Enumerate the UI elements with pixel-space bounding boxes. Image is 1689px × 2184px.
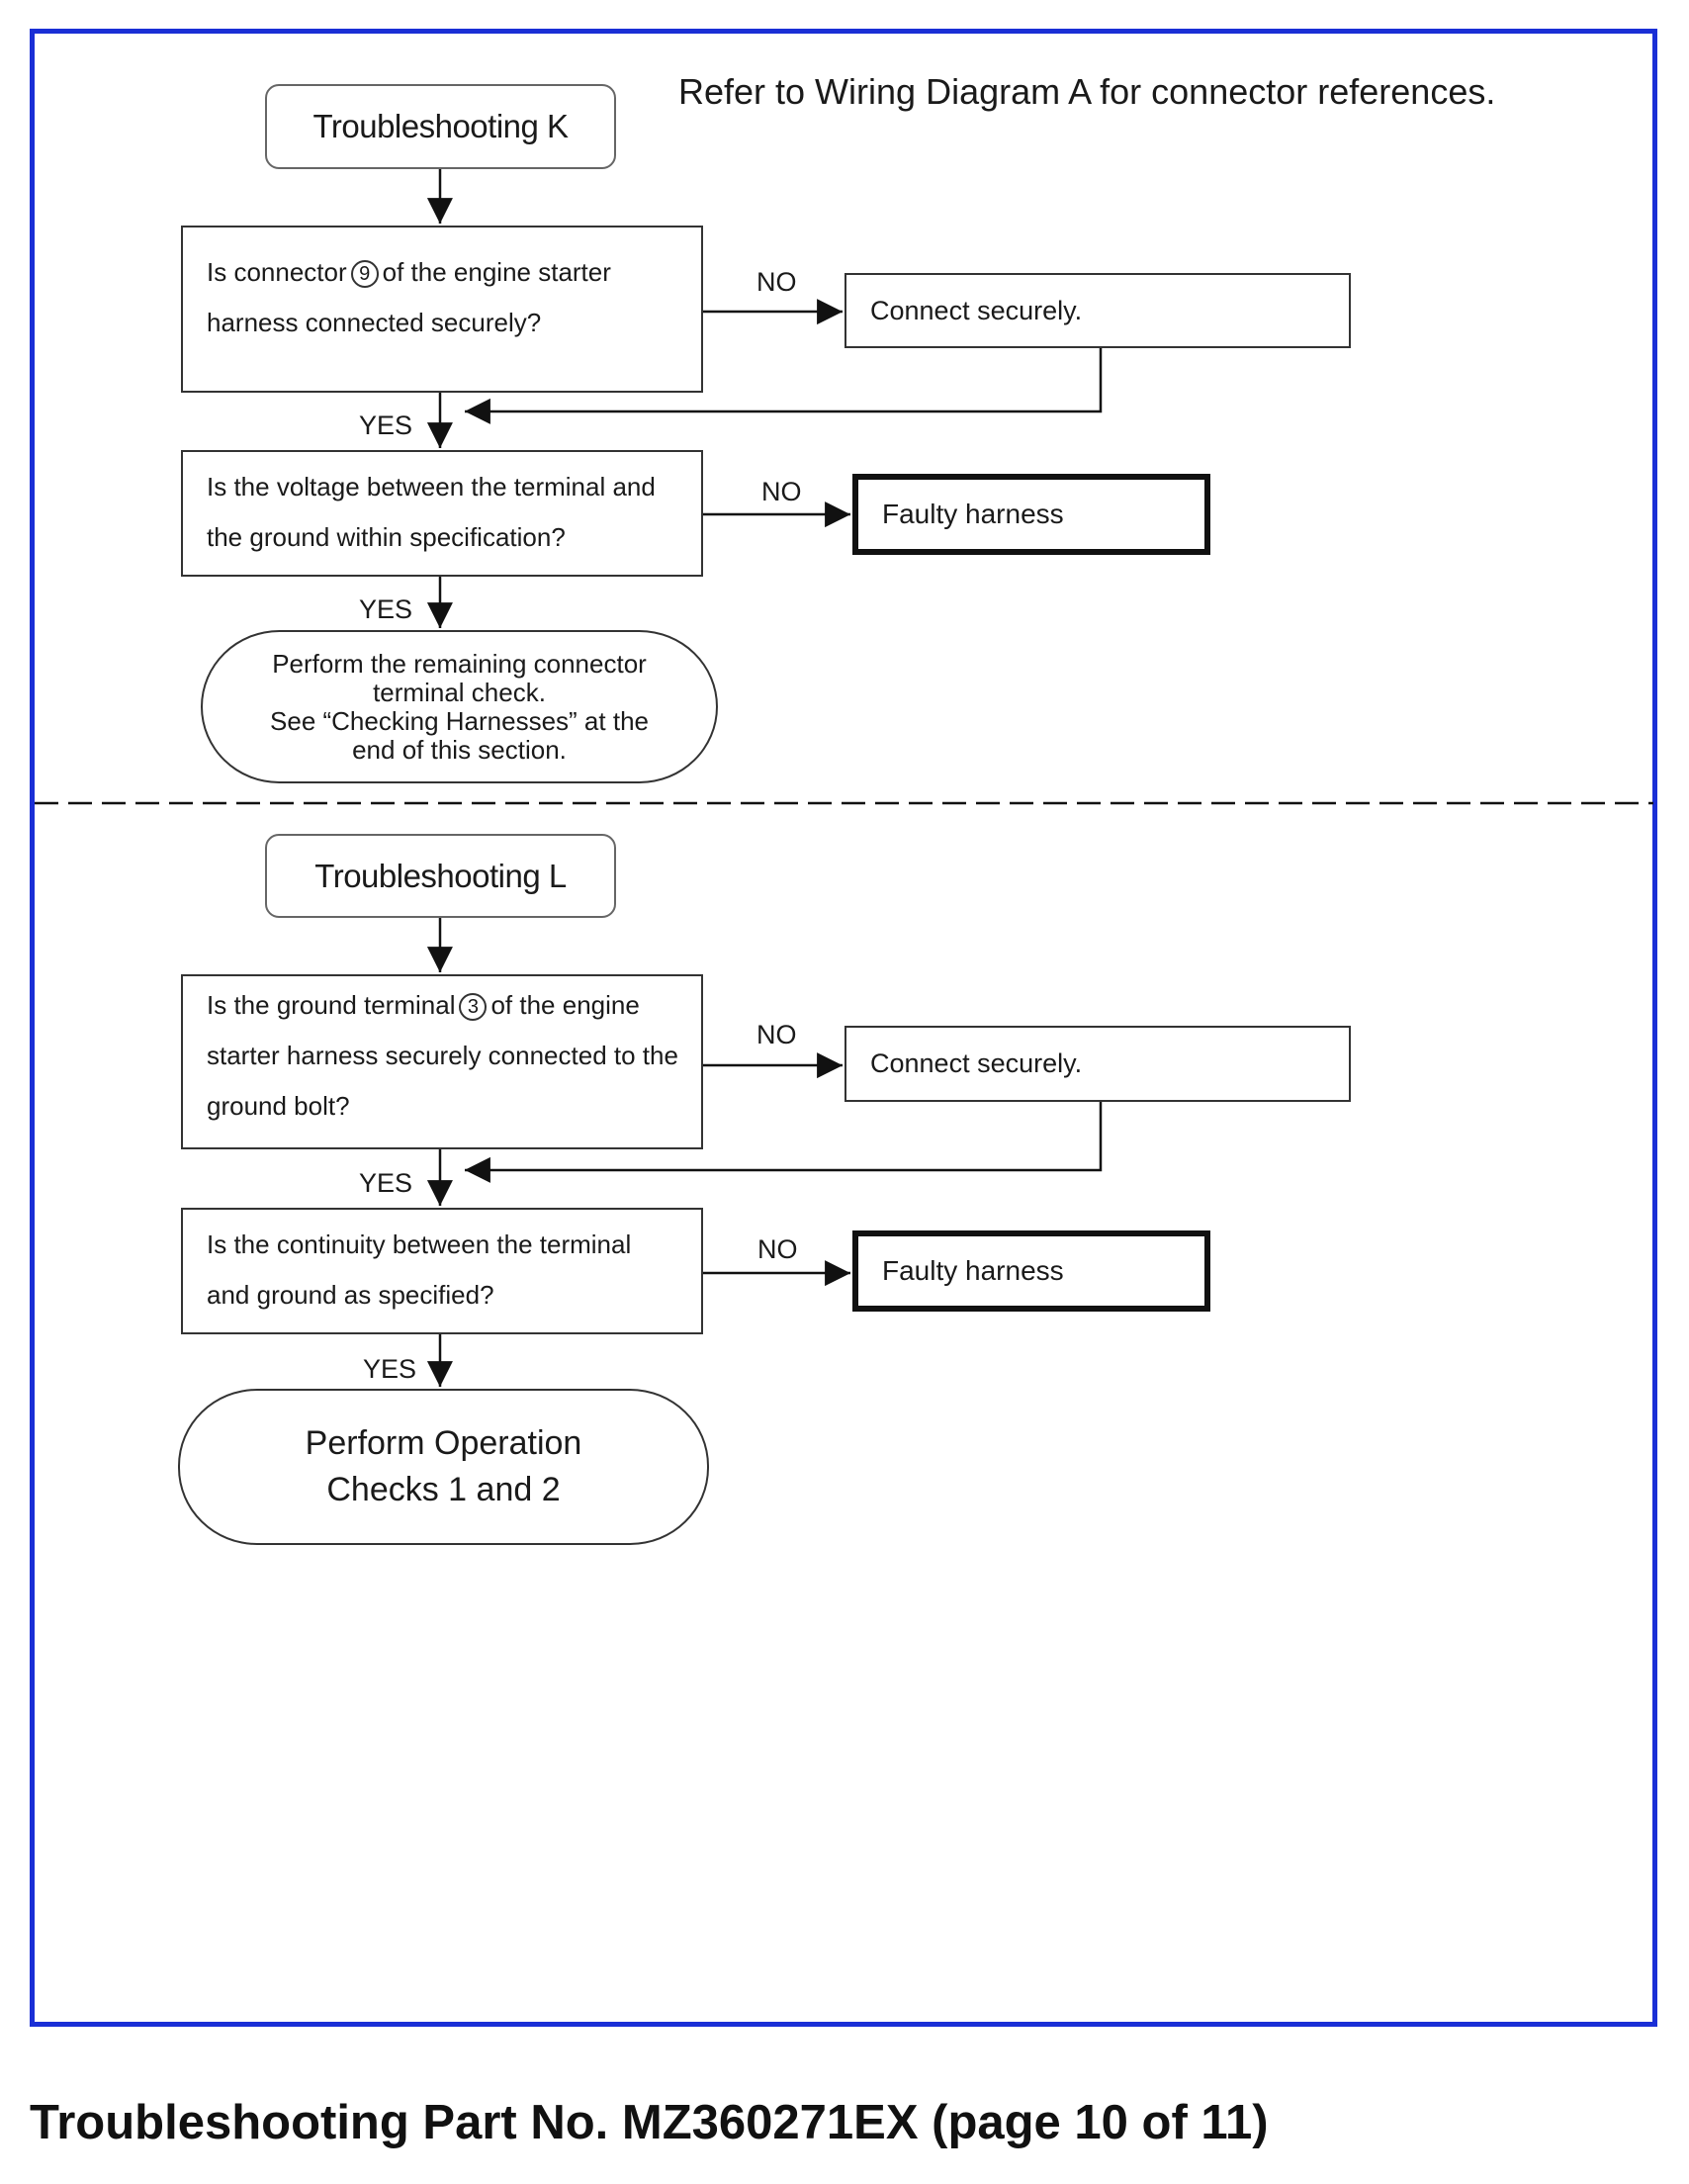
l-q1-text-before: Is the ground terminal [207,990,456,1020]
l-end-terminator: Perform Operation Checks 1 and 2 [178,1389,709,1545]
troubleshooting-l-start: Troubleshooting L [265,834,616,918]
k-q1-no-action: Connect securely. [844,273,1351,348]
k-q2-yes-label: YES [359,594,413,624]
k-end-line-3: See “Checking Harnesses” at the [270,705,649,736]
troubleshooting-l-label: Troubleshooting L [314,857,567,894]
l-end-line-2: Checks 1 and 2 [326,1471,561,1508]
k-q2-no-fault-text: Faulty harness [882,499,1064,529]
k-q2-text: Is the voltage between the terminal and … [207,472,656,552]
troubleshooting-k-start: Troubleshooting K [265,84,616,169]
l-q1-text-after: of the engine starter harness securely c… [207,990,678,1121]
l-q1-no-action-text: Connect securely. [870,1048,1083,1078]
k-end-line-1: Perform the remaining connector [272,648,647,679]
k-q2-decision: Is the voltage between the terminal and … [181,450,703,577]
return-l-q1 [464,1102,1103,1183]
k-q2-no-fault: Faulty harness [852,474,1210,555]
l-end-line-1: Perform Operation [305,1424,582,1462]
k-q1-no-label: NO [756,267,797,297]
l-q2-yes-label: YES [363,1354,417,1384]
page-caption: Troubleshooting Part No. MZ360271EX (pag… [30,2096,1269,2149]
k-q1-text-before: Is connector [207,257,347,287]
l-q1-no-label: NO [756,1020,797,1049]
l-q1-no-action: Connect securely. [844,1026,1351,1102]
k-end-line-4: end of this section. [352,734,567,765]
k-q1-text-after: of the engine starter harness connected … [207,257,611,337]
wiring-diagram-note: Refer to Wiring Diagram A for connector … [678,71,1496,112]
l-q2-no-fault-text: Faulty harness [882,1255,1064,1286]
l-q2-text: Is the continuity between the terminal a… [207,1229,632,1310]
page-frame [30,29,1657,2027]
connector-number-badge: 9 [350,260,379,289]
l-q2-decision: Is the continuity between the terminal a… [181,1208,703,1334]
return-k-q1 [464,348,1103,424]
k-end-terminator: Perform the remaining connector terminal… [201,630,718,783]
terminal-number-badge: 3 [459,993,488,1022]
l-q1-yes-label: YES [359,1168,413,1198]
troubleshooting-k-label: Troubleshooting K [312,108,569,144]
k-q2-no-label: NO [761,477,802,506]
l-q2-no-fault: Faulty harness [852,1230,1210,1312]
k-end-line-2: terminal check. [373,677,546,707]
k-q1-yes-label: YES [359,410,413,440]
k-q1-no-action-text: Connect securely. [870,295,1083,325]
l-q2-no-label: NO [757,1234,798,1264]
